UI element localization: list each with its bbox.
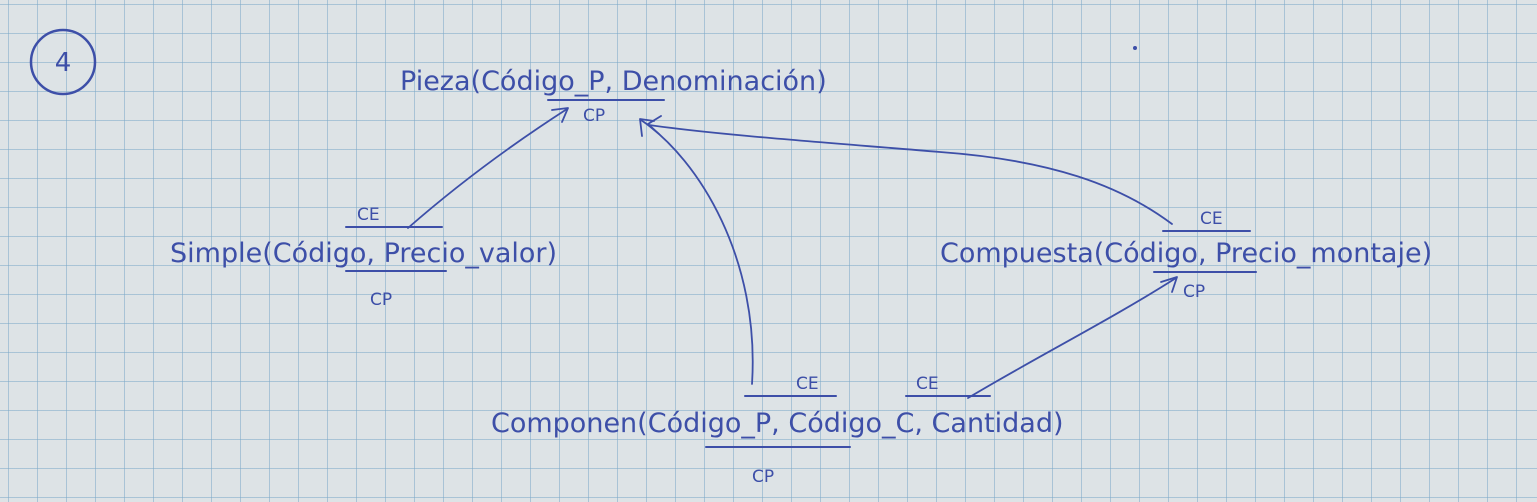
- simple-primary-key: Código: [273, 238, 367, 269]
- arrow-componen-to-pieza: [640, 119, 754, 385]
- simple-attribute-precio: Precio_valor: [384, 238, 548, 269]
- componen-open-paren: (: [637, 408, 648, 439]
- arrow-simple-to-pieza: [407, 108, 568, 229]
- componen-key-codigo-p: Código_P: [648, 408, 771, 439]
- componen-separator: ,: [771, 408, 788, 439]
- componen-attribute-cantidad: Cantidad: [932, 408, 1053, 439]
- compuesta-close-paren: ): [1422, 238, 1433, 269]
- simple-separator: ,: [366, 238, 383, 269]
- svg-text:Pieza(Código_P, Denominación): Pieza(Código_P, Denominación): [400, 66, 827, 97]
- arrow-compuesta-to-pieza: [648, 124, 1173, 225]
- componen-key-codigo-c: Código_C: [788, 408, 914, 439]
- reference-arrows: [407, 107, 1178, 399]
- componen-ce-note-2: CE: [916, 374, 939, 394]
- svg-text:Simple(Código, Precio_valor): Simple(Código, Precio_valor): [170, 238, 557, 269]
- arrowhead-icon: [1160, 276, 1178, 293]
- componen-name: Componen: [491, 408, 637, 439]
- arrowhead-icon: [639, 118, 655, 137]
- number-circle: [29, 28, 97, 96]
- compuesta-open-paren: (: [1094, 238, 1105, 269]
- relation-compuesta: CE Compuesta(Código, Precio_montaje) CP: [940, 209, 1432, 302]
- svg-text:Componen(Código_P, Código_C, C: Componen(Código_P, Código_C, Cantidad): [491, 408, 1064, 439]
- compuesta-separator: ,: [1198, 238, 1215, 269]
- relation-pieza: Pieza(Código_P, Denominación) CP: [400, 66, 827, 126]
- arrowhead-icon: [647, 115, 662, 135]
- relation-componen: CE CE Componen(Código_P, Código_C, Canti…: [491, 374, 1064, 487]
- componen-close-paren: ): [1053, 408, 1064, 439]
- exercise-number: 4: [55, 48, 72, 78]
- arrow-componen-to-compuesta: [967, 277, 1177, 399]
- pieza-attribute-denominacion: Denominación: [622, 66, 816, 97]
- compuesta-primary-key: Código: [1104, 238, 1198, 269]
- arrowhead-icon: [551, 107, 569, 123]
- compuesta-attribute-precio: Precio_montaje: [1215, 238, 1421, 269]
- compuesta-ce-note: CE: [1200, 209, 1223, 229]
- componen-cp-note: CP: [752, 467, 774, 487]
- compuesta-name: Compuesta: [940, 238, 1094, 269]
- exercise-number-marker: 4: [29, 28, 97, 96]
- pieza-separator: ,: [605, 66, 622, 97]
- pieza-open-paren: (: [471, 66, 482, 97]
- simple-close-paren: ): [547, 238, 558, 269]
- relation-simple: CE Simple(Código, Precio_valor) CP: [170, 205, 557, 310]
- simple-cp-note: CP: [370, 290, 392, 310]
- simple-name: Simple: [170, 238, 262, 269]
- simple-open-paren: (: [262, 238, 273, 269]
- simple-ce-note: CE: [357, 205, 380, 225]
- componen-ce-note-1: CE: [796, 374, 819, 394]
- ink-dot: [1133, 46, 1137, 50]
- svg-text:Compuesta(Código, Precio_monta: Compuesta(Código, Precio_montaje): [940, 238, 1432, 269]
- compuesta-cp-note: CP: [1183, 282, 1205, 302]
- pieza-cp-note: CP: [583, 106, 605, 126]
- pieza-primary-key: Código_P: [481, 66, 604, 97]
- pieza-close-paren: ): [816, 66, 827, 97]
- componen-separator-2: ,: [914, 408, 931, 439]
- pieza-name: Pieza: [400, 66, 471, 97]
